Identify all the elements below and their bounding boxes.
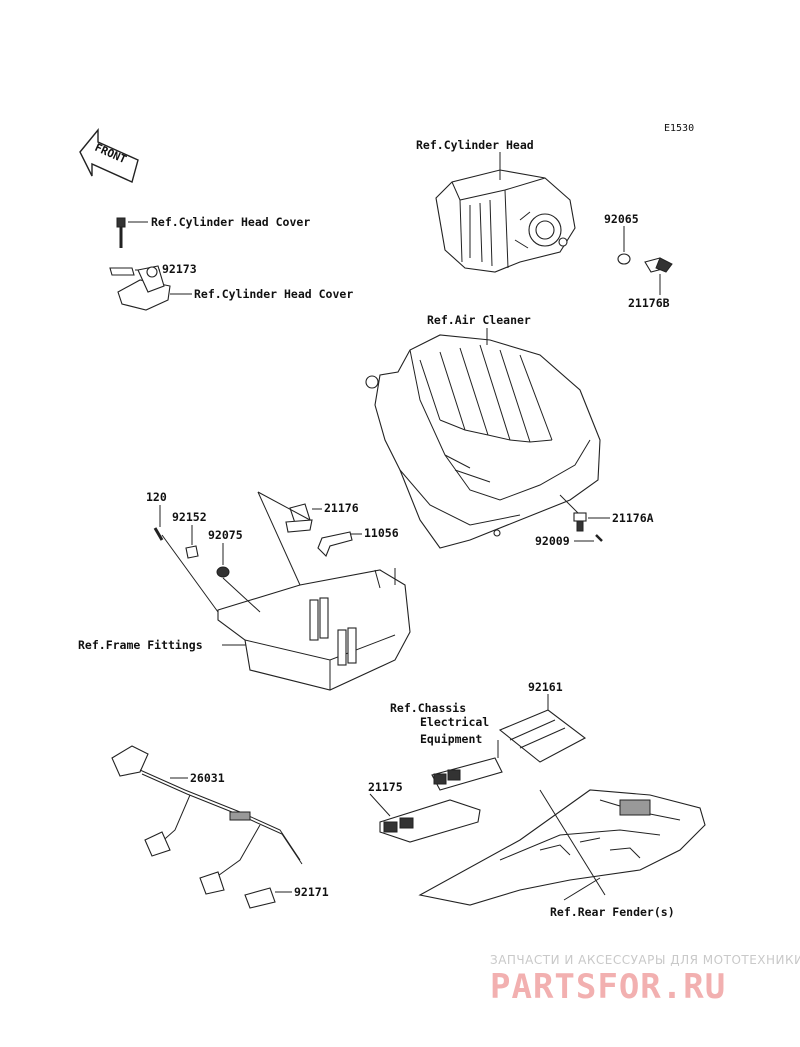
label-ref-cyl-head-cover-2: Ref.Cylinder Head Cover	[194, 287, 353, 301]
bracket-11056	[317, 531, 353, 557]
rear-fender-drawing	[418, 789, 706, 906]
cylinder-head-drawing	[435, 169, 576, 273]
damper-92075	[216, 566, 230, 578]
part-120: 120	[146, 490, 167, 504]
part-92161: 92161	[528, 680, 563, 694]
part-21176B: 21176B	[628, 296, 670, 310]
part-92152: 92152	[172, 510, 207, 524]
label-ref-cylinder-head: Ref.Cylinder Head	[416, 138, 534, 152]
part-92173: 92173	[162, 262, 197, 276]
bolt-drawing	[116, 217, 126, 248]
front-arrow-icon: FRONT	[79, 128, 139, 183]
label-ref-chassis-3: Equipment	[420, 732, 482, 746]
part-92171: 92171	[294, 885, 329, 899]
screw-92009	[595, 534, 603, 542]
label-ref-cyl-head-cover-1: Ref.Cylinder Head Cover	[151, 215, 310, 229]
label-ref-chassis-1: Ref.Chassis	[390, 701, 466, 715]
diagram-code: E1530	[664, 123, 694, 134]
part-11056: 11056	[364, 526, 399, 540]
label-ref-air-cleaner: Ref.Air Cleaner	[427, 313, 531, 327]
part-92065: 92065	[604, 212, 639, 226]
bracket-92161	[498, 709, 587, 763]
cover-plate-drawing	[117, 265, 171, 311]
collar-92152	[185, 545, 199, 559]
sensor-21176	[285, 503, 313, 533]
air-cleaner-drawing	[365, 334, 601, 549]
watermark-brand: PARTSFOR.RU	[490, 967, 726, 1007]
bolt-120	[153, 527, 164, 541]
label-ref-rear-fender: Ref.Rear Fender(s)	[550, 905, 675, 919]
washer-92065	[617, 253, 631, 265]
part-92075: 92075	[208, 528, 243, 542]
bracket-92173	[109, 267, 135, 276]
connector-drawing	[431, 757, 503, 791]
part-92009: 92009	[535, 534, 570, 548]
label-ref-frame-fittings: Ref.Frame Fittings	[78, 638, 203, 652]
ecu-21175	[379, 799, 481, 843]
frame-fittings-tray	[217, 568, 411, 691]
part-26031: 26031	[190, 771, 225, 785]
harness-26031	[111, 745, 303, 895]
part-21176A: 21176A	[612, 511, 654, 525]
label-ref-chassis-2: Electrical	[420, 715, 489, 729]
clamp-92171	[244, 887, 276, 909]
sensor-21176A	[559, 494, 587, 532]
part-21176: 21176	[324, 501, 359, 515]
sensor-21176B	[644, 257, 673, 273]
watermark-top: ЗАПЧАСТИ И АКСЕССУАРЫ ДЛЯ МОТОТЕХНИКИ	[490, 953, 800, 967]
part-21175: 21175	[368, 780, 403, 794]
